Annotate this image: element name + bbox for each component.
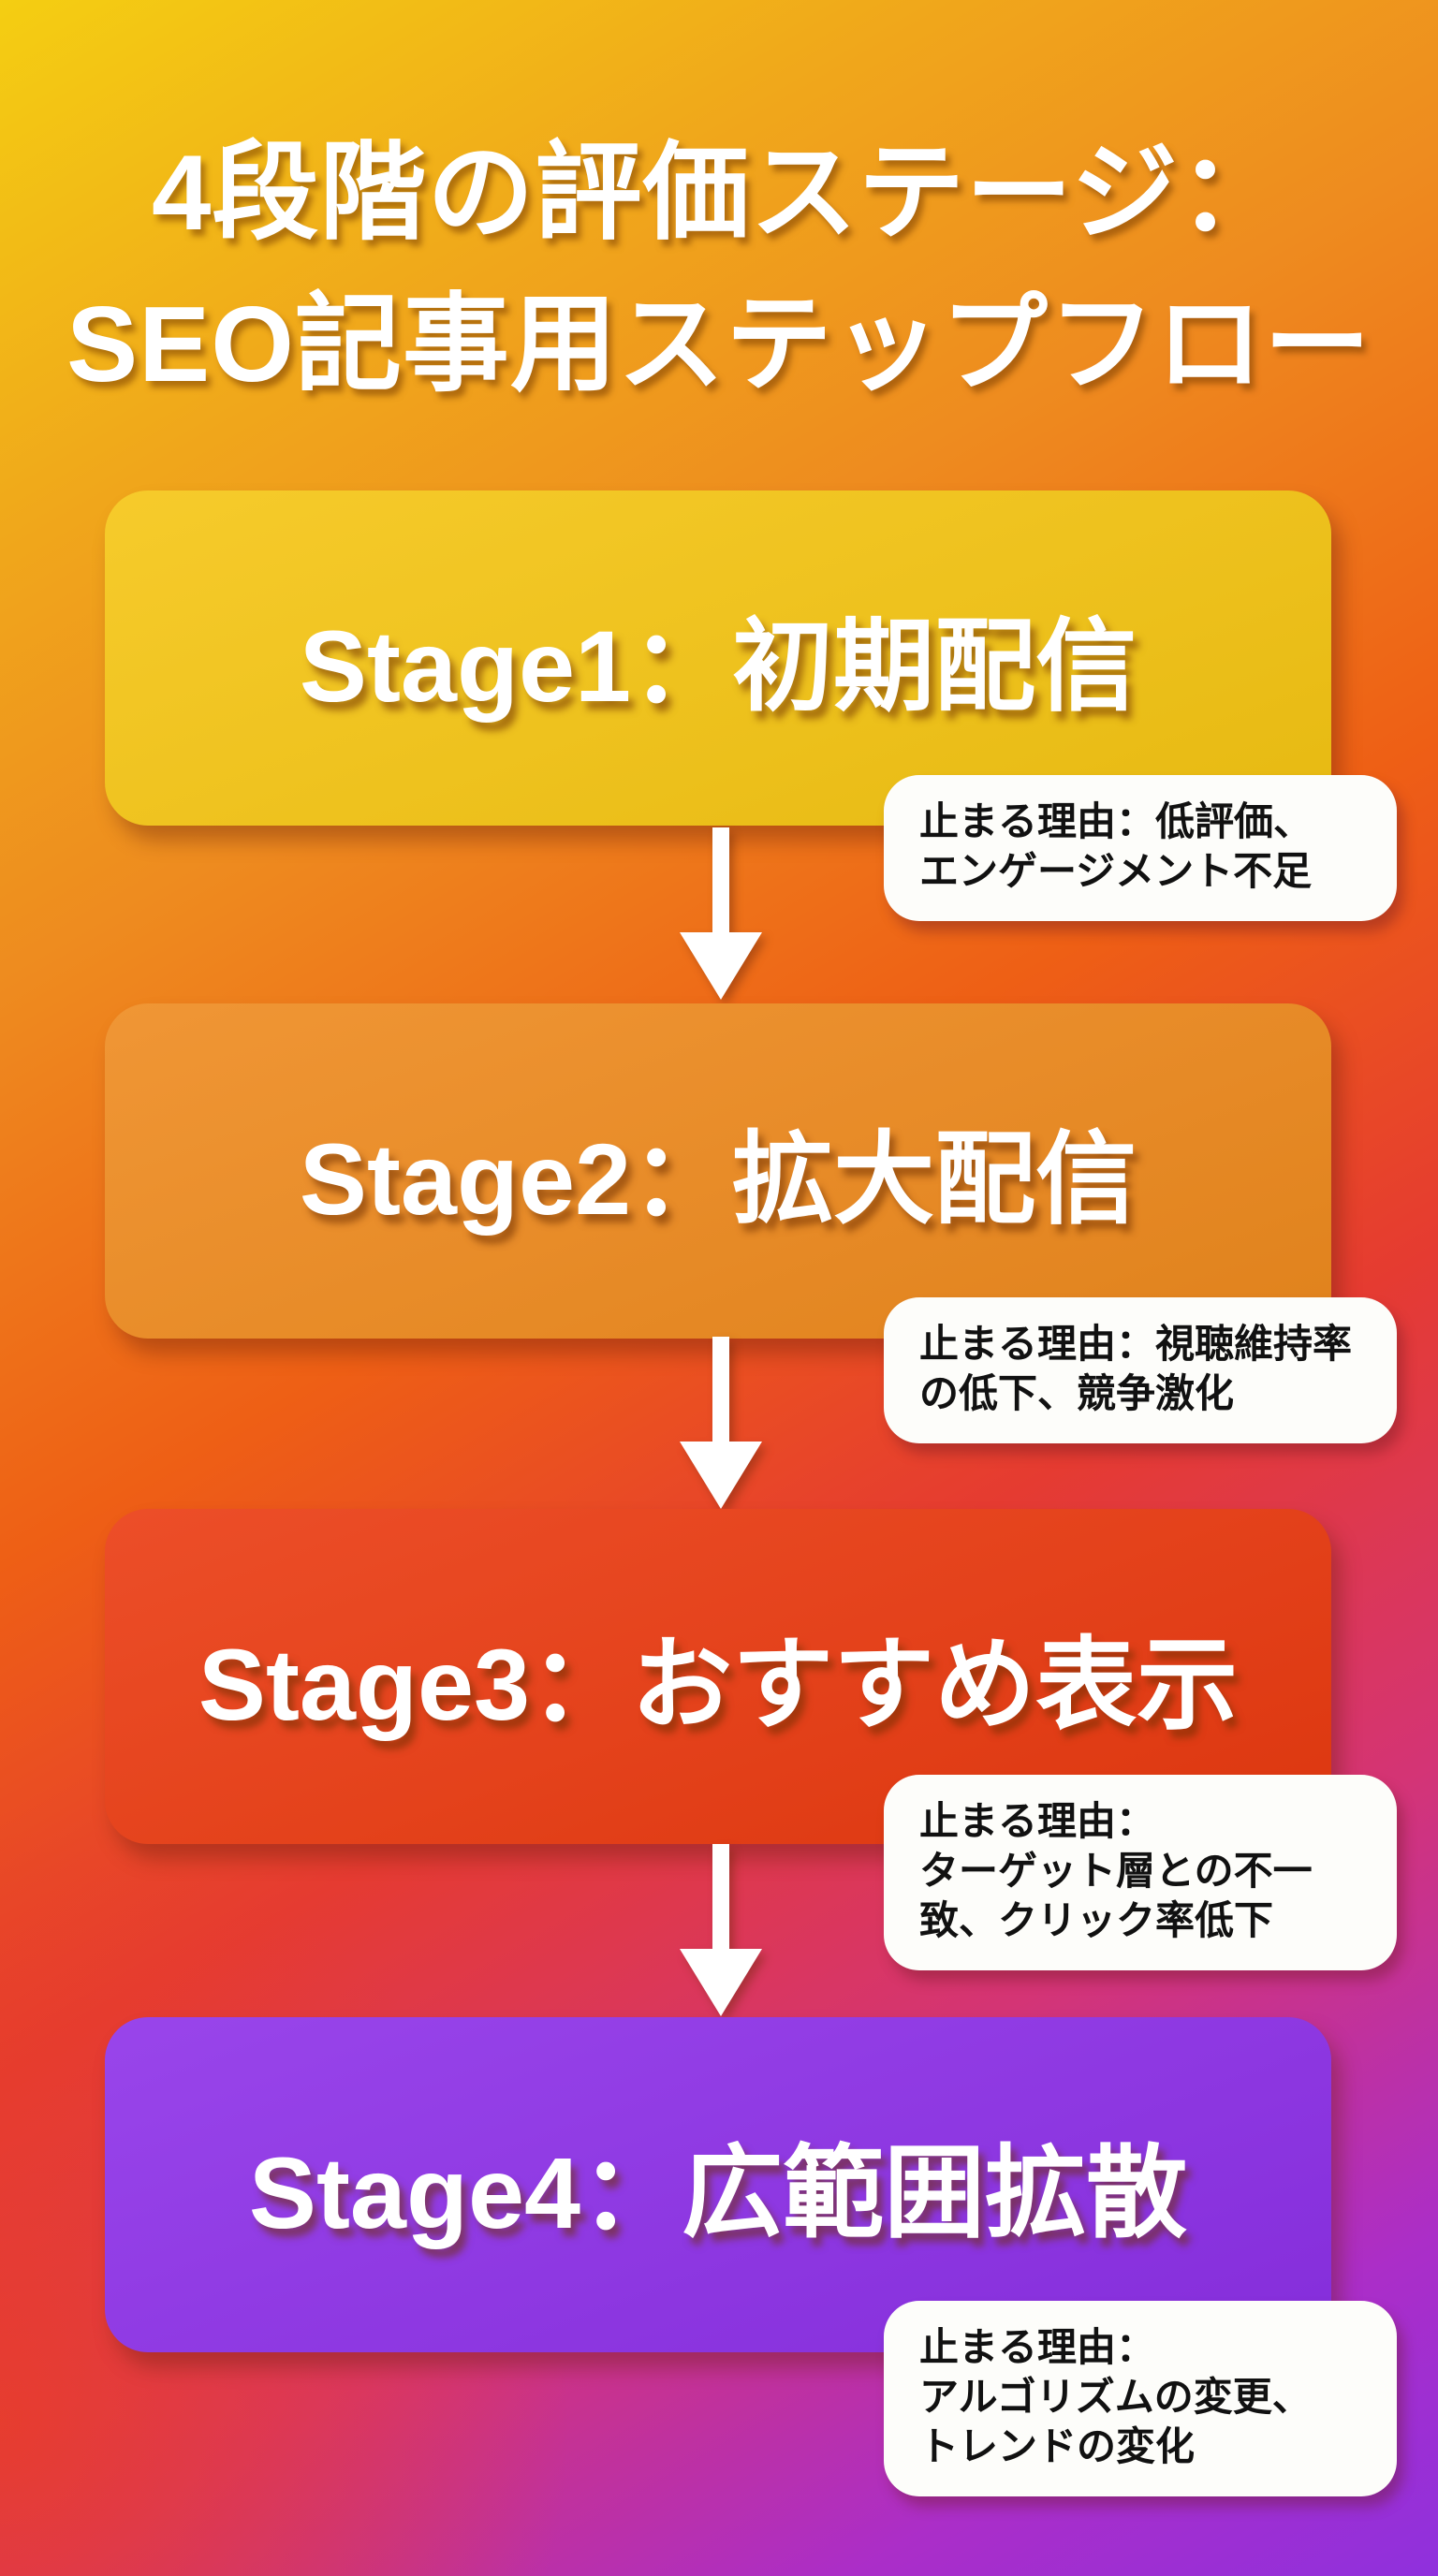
note-line: 致、クリック率低下	[919, 1897, 1274, 1942]
stage-4-stop-reason-note: 止まる理由： アルゴリズムの変更、 トレンドの変化	[884, 2301, 1397, 2496]
note-line: の低下、競争激化	[919, 1370, 1235, 1415]
down-arrow-icon	[680, 1337, 762, 1509]
stage-4-box: Stage4：広範囲拡散	[105, 2017, 1331, 2352]
note-line: 止まる理由：	[919, 1799, 1156, 1843]
stage-3-box: Stage3：おすすめ表示	[105, 1509, 1331, 1844]
note-line: トレンドの変化	[919, 2423, 1196, 2468]
stage-3-label: Stage3：おすすめ表示	[198, 1628, 1239, 1741]
note-line: 止まる理由：	[919, 2325, 1156, 2369]
stage-1-label: Stage1：初期配信	[299, 609, 1137, 723]
down-arrow-icon	[680, 1844, 762, 2016]
note-line: アルゴリズムの変更、	[919, 2374, 1312, 2419]
note-line: エンゲージメント不足	[919, 848, 1313, 893]
stage-1-box: Stage1：初期配信	[105, 490, 1331, 826]
stage-3-stop-reason-note: 止まる理由： ターゲット層との不一 致、クリック率低下	[884, 1775, 1397, 1970]
note-line: 止まる理由：低評価、	[919, 799, 1313, 843]
title-line-1: 4段階の評価ステージ：	[151, 134, 1287, 253]
stage-4-label: Stage4：広範囲拡散	[248, 2136, 1188, 2249]
stage-2-stop-reason-note: 止まる理由：視聴維持率 の低下、競争激化	[884, 1297, 1397, 1443]
stage-2-label: Stage2：拡大配信	[299, 1122, 1137, 1236]
note-line: ターゲット層との不一	[919, 1848, 1313, 1893]
stage-1-stop-reason-note: 止まる理由：低評価、 エンゲージメント不足	[884, 775, 1397, 921]
stage-2-box: Stage2：拡大配信	[105, 1003, 1331, 1339]
page-title: 4段階の評価ステージ： SEO記事用ステップフロー	[0, 118, 1438, 421]
title-line-2: SEO記事用ステップフロー	[66, 285, 1372, 404]
note-line: 止まる理由：視聴維持率	[919, 1322, 1353, 1366]
down-arrow-icon	[680, 827, 762, 1000]
